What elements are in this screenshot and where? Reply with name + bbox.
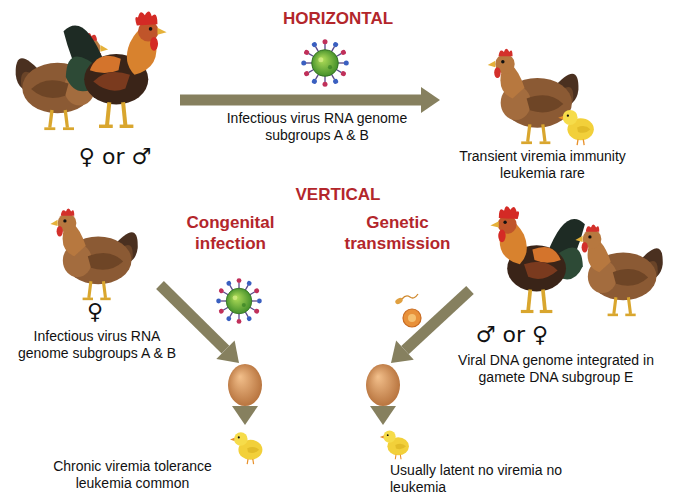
sex-symbol: ♀ or ♂: [60, 145, 170, 169]
rooster-figure: [490, 206, 585, 311]
egg-figure: [228, 364, 262, 406]
rooster-figure: [64, 11, 167, 126]
chicken-group: ♂ or ♀: [470, 195, 672, 350]
egg-figure: [366, 364, 400, 406]
sex-symbol: ♀: [73, 300, 117, 324]
arrow-head: [232, 406, 258, 425]
edge-label: Infectious virus RNA genome subgroups A …: [222, 110, 412, 143]
arrow-head: [391, 341, 414, 363]
arrow-shaft: [405, 290, 470, 350]
route-heading: Congenital infection: [163, 212, 298, 255]
section-heading: VERTICAL: [238, 184, 438, 205]
route-heading: Genetic transmission: [330, 212, 465, 255]
chicken-group: Transient viremia immunity leukemia rare: [440, 35, 645, 185]
hen-figure: [575, 224, 662, 314]
virus-icon: [216, 278, 262, 324]
hen-figure: [488, 49, 579, 143]
arrow-head: [216, 340, 239, 363]
virus-icon: [301, 39, 349, 87]
arrow-head: [421, 87, 440, 113]
arrow-shaft: [180, 95, 421, 106]
edge-label: Viral DNA genome integrated in gamete DN…: [440, 352, 672, 385]
outcome-text: Chronic viremia tolerance leukemia commo…: [40, 458, 225, 491]
section-heading: HORIZONTAL: [238, 8, 438, 29]
arrow-head: [370, 406, 396, 425]
arrow-shaft: [160, 285, 225, 350]
chicken-group: ♀ or ♂: [5, 5, 180, 177]
gamete-icon: [394, 294, 421, 327]
edge-label: Infectious virus RNA genome subgroups A …: [8, 328, 186, 361]
outcome-text: Usually latent no viremia no leukemia: [390, 462, 570, 495]
hen-figure: [50, 208, 137, 298]
chick-outcome: Chronic viremia tolerance leukemia commo…: [40, 425, 290, 495]
chick-outcome: Usually latent no viremia no leukemia: [375, 425, 600, 497]
chick-figure: [380, 430, 409, 459]
chick-figure: [558, 110, 594, 145]
chick-figure: [230, 432, 262, 464]
chicken-group: ♀: [35, 195, 160, 326]
transmission-arrow: [180, 87, 440, 113]
outcome-text: Transient viremia immunity leukemia rare: [440, 148, 645, 181]
sex-symbol: ♂ or ♀: [470, 323, 554, 347]
